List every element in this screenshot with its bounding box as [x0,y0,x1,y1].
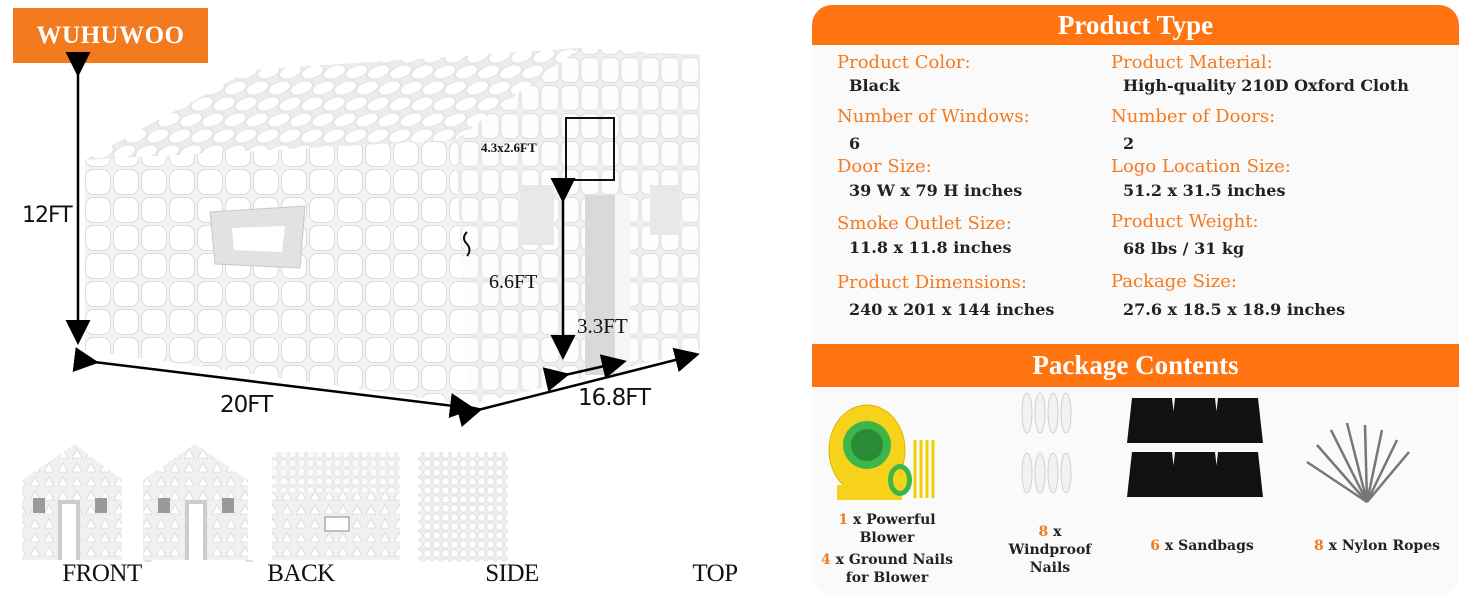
front-view-icon [22,444,122,560]
back-view-icon [143,444,254,562]
package-contents-header: Package Contents [812,344,1459,387]
spec-label-material: Product Material: [1111,52,1273,73]
views-illustration [22,444,508,562]
windproof-nails-icon [1021,392,1072,494]
spec-value-logo-size: 51.2 x 31.5 inches [1123,181,1286,200]
ground-nails-qty: 4 [821,552,831,568]
nylon-ropes-icon [1306,422,1410,504]
spec-value-dimensions: 240 x 201 x 144 inches [849,300,1055,319]
package-item-windproof-nails: 8 x Windproof Nails [1000,523,1100,577]
spec-value-package-size: 27.6 x 18.5 x 18.9 inches [1123,300,1346,319]
spec-value-door-size: 39 W x 79 H inches [849,181,1023,200]
blower-text: x Powerful Blower [853,512,936,546]
sandbags-qty: 6 [1150,538,1160,554]
package-item-nylon-ropes: 8 x Nylon Ropes [1302,537,1452,555]
spec-label-package-size: Package Size: [1111,271,1237,292]
spec-label-color: Product Color: [837,52,971,73]
spec-value-color: Black [849,76,900,95]
width-dimension-label: 16.8FT [578,385,651,411]
blower-icon [828,404,935,500]
package-item-sandbags: 6 x Sandbags [1132,537,1272,555]
length-dimension-label: 20FT [220,392,273,418]
spec-value-weight: 68 lbs / 31 kg [1123,239,1245,258]
package-item-blower: 1 x Powerful Blower 4 x Ground Nails for… [812,511,962,587]
door-width-label: 3.3FT [577,314,628,338]
tent-illustration [65,48,700,428]
spec-label-logo-size: Logo Location Size: [1111,156,1291,177]
spec-value-windows: 6 [849,134,861,153]
sandbags-text: x Sandbags [1164,538,1254,554]
tent-views: FRONT BACK SIDE TOP [0,432,800,600]
nylon-ropes-text: x Nylon Ropes [1328,538,1441,554]
spec-label-smoke-outlet: Smoke Outlet Size: [837,213,1012,234]
nylon-ropes-qty: 8 [1313,538,1324,554]
spec-label-windows: Number of Windows: [837,106,1030,127]
view-label-front: FRONT [62,560,142,587]
height-dimension-label: 12FT [22,203,73,228]
spec-label-doors: Number of Doors: [1111,106,1276,127]
view-label-top: TOP [692,560,738,587]
tent-diagram: 12FT 20FT 16.8FT 6.6FT 3.3FT 4.3x2.6FT [0,0,800,430]
blower-qty: 1 [838,512,849,528]
spec-label-weight: Product Weight: [1111,211,1259,232]
product-type-header: Product Type [812,5,1459,45]
windproof-nails-text: x Windproof Nails [1008,524,1092,576]
spec-value-material: High-quality 210D Oxford Cloth [1123,76,1409,95]
top-view-icon [418,452,508,562]
door-height-label: 6.6FT [489,271,538,293]
sandbag-icon [1127,398,1263,497]
ground-nails-text: x Ground Nails for Blower [835,552,953,586]
logo-area-label: 4.3x2.6FT [481,140,537,155]
spec-label-door-size: Door Size: [837,156,932,177]
package-contents-images [828,392,1410,504]
brand-logo: WUHUWOO [13,8,208,63]
spec-label-dimensions: Product Dimensions: [837,272,1027,293]
side-view-icon [272,452,400,560]
view-label-side: SIDE [485,560,539,587]
spec-value-doors: 2 [1123,134,1135,153]
view-label-back: BACK [267,560,335,587]
product-info-panel: Product Type Product Color: Black Number… [812,5,1459,595]
windproof-nails-qty: 8 [1038,524,1049,540]
spec-value-smoke-outlet: 11.8 x 11.8 inches [849,238,1012,257]
